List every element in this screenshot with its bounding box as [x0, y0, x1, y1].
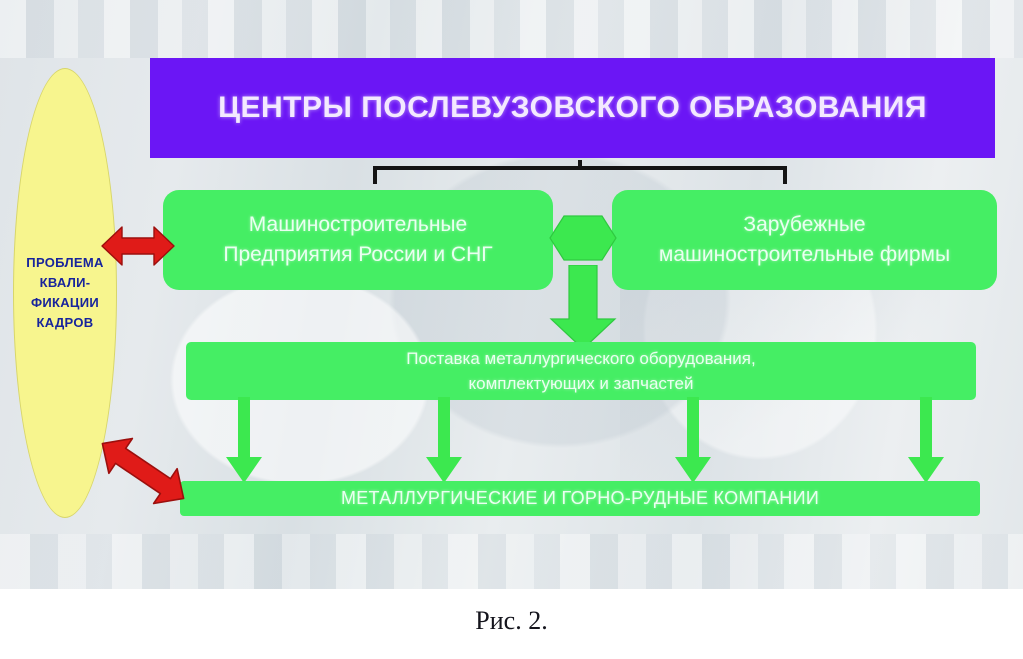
node-supply-line: Поставка металлургического оборудования, — [406, 348, 756, 368]
connector-green-arrow-firms-to-supply — [549, 265, 617, 350]
node-foreign-machinery-line: Зарубежные — [743, 213, 866, 237]
node-supply: Поставка металлургического оборудования,… — [186, 342, 976, 400]
node-problem-line: ФИКАЦИИ — [30, 295, 100, 310]
node-problem-line: КАДРОВ — [36, 315, 94, 331]
node-problem-line: КВАЛИ- — [39, 274, 91, 290]
figure-caption: Рис. 2. — [475, 606, 548, 635]
node-ru-machinery-line: Предприятия России и СНГ — [223, 243, 493, 266]
node-supply-label: Поставка металлургического оборудования,… — [406, 346, 755, 397]
figure-slide-panel: ЦЕНТРЫ ПОСЛЕВУЗОВСКОГО ОБРАЗОВАНИЯ ПРОБЛ… — [0, 0, 1023, 589]
connector-green-arrow-supply-to-companies-2 — [426, 397, 462, 483]
background-watermark-top — [0, 0, 1023, 58]
node-center-title: ЦЕНТРЫ ПОСЛЕВУЗОВСКОГО ОБРАЗОВАНИЯ — [150, 58, 995, 158]
node-foreign-machinery-line: машиностроительные фирмы — [658, 243, 951, 266]
connector-green-arrow-supply-to-companies-1 — [226, 397, 262, 483]
connector-green-arrow-supply-to-companies-4 — [908, 397, 944, 483]
node-ru-machinery-line: Машиностроительные — [248, 213, 468, 237]
connector-bracket-title-to-firms — [373, 160, 787, 184]
node-center-title-label: ЦЕНТРЫ ПОСЛЕВУЗОВСКОГО ОБРАЗОВАНИЯ — [218, 91, 927, 124]
node-foreign-machinery: Зарубежные машиностроительные фирмы — [612, 190, 997, 290]
node-problem-label: ПРОБЛЕМА КВАЛИ- ФИКАЦИИ КАДРОВ — [26, 253, 103, 334]
node-ru-machinery: Машиностроительные Предприятия России и … — [163, 190, 553, 290]
background-watermark-bottom — [0, 534, 1023, 589]
node-foreign-machinery-label: Зарубежные машиностроительные фирмы — [659, 210, 950, 270]
node-supply-line: комплектующих и запчастей — [468, 374, 694, 393]
connector-green-arrow-supply-to-companies-3 — [675, 397, 711, 483]
node-problem-ellipse: ПРОБЛЕМА КВАЛИ- ФИКАЦИИ КАДРОВ — [13, 68, 117, 518]
node-problem-line: ПРОБЛЕМА — [26, 254, 104, 270]
node-companies-label: МЕТАЛЛУРГИЧЕСКИЕ И ГОРНО-РУДНЫЕ КОМПАНИИ — [340, 488, 820, 508]
node-ru-machinery-label: Машиностроительные Предприятия России и … — [223, 210, 492, 270]
connector-green-arrow-between-firms — [549, 215, 617, 261]
node-companies: МЕТАЛЛУРГИЧЕСКИЕ И ГОРНО-РУДНЫЕ КОМПАНИИ — [180, 481, 980, 516]
